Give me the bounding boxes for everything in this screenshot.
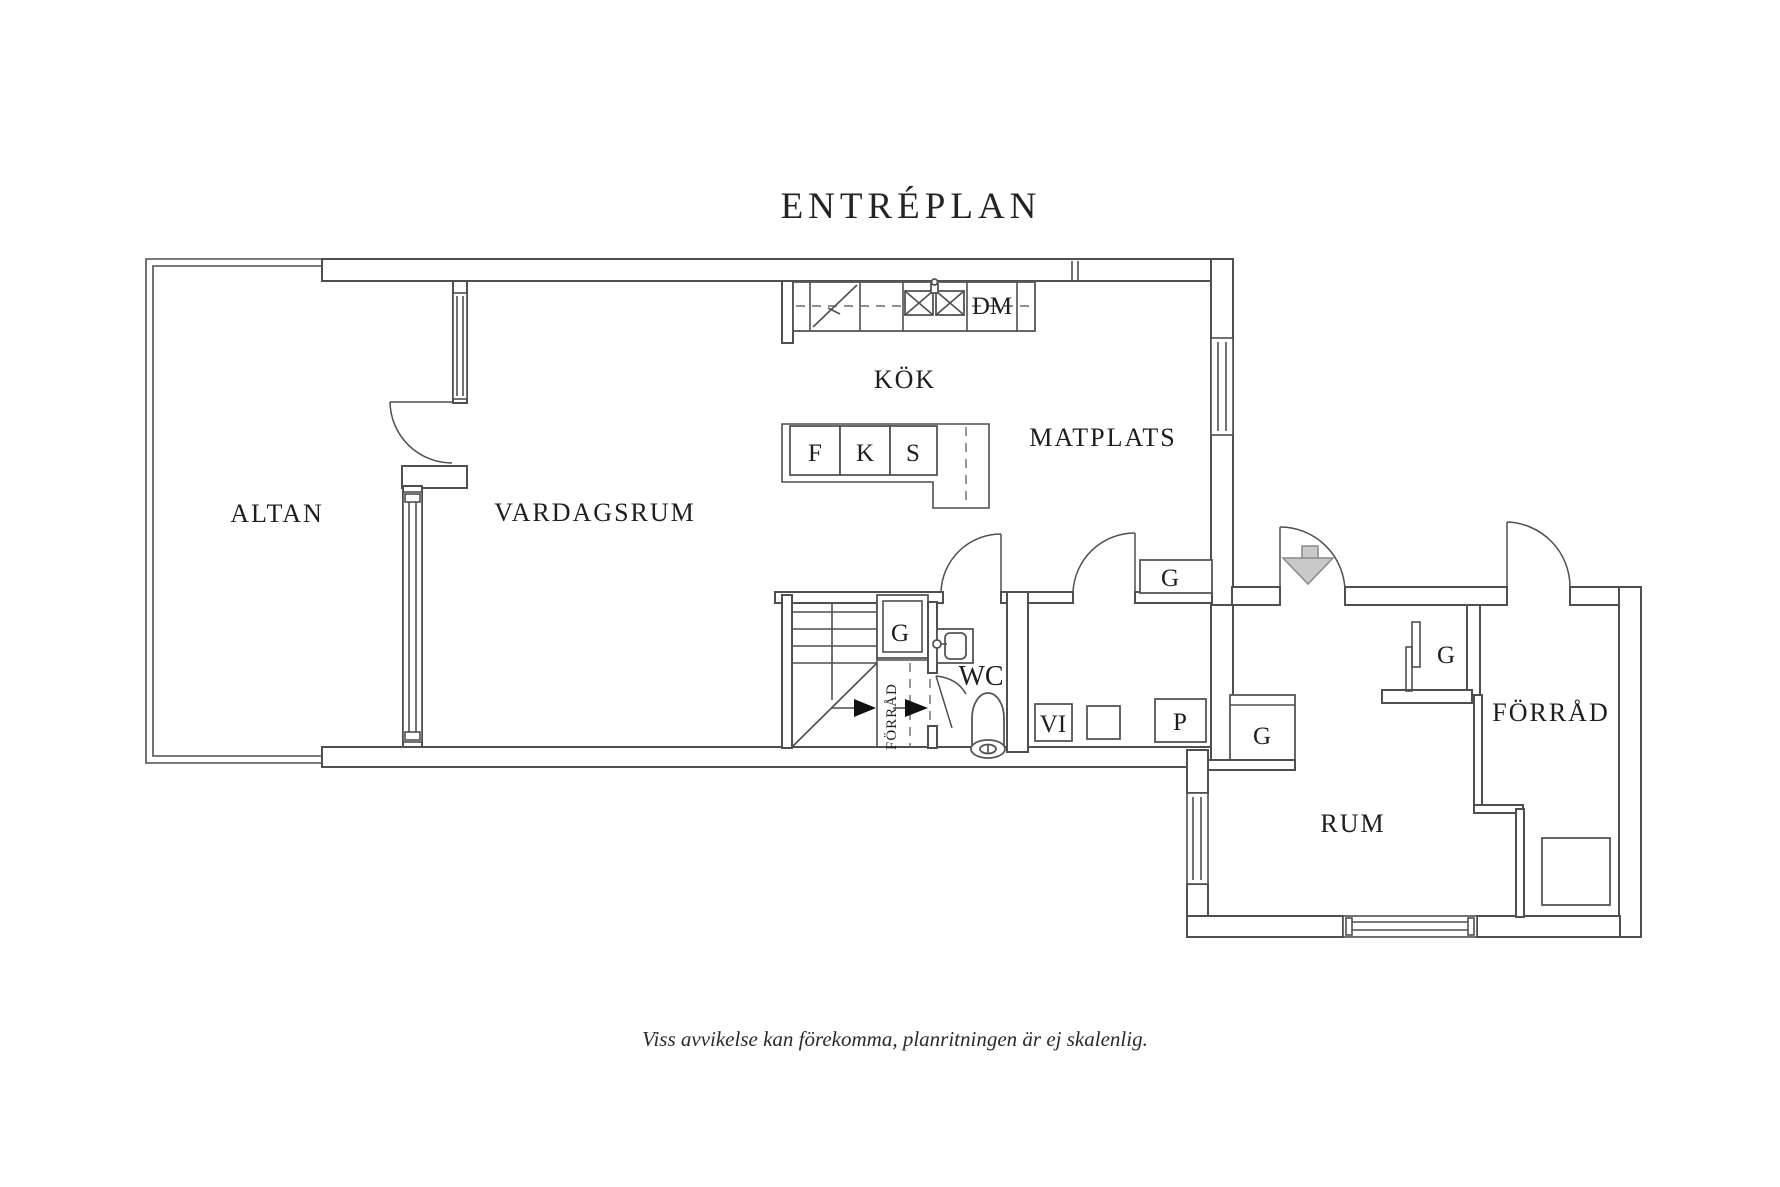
kitchen-counter: DM [781, 278, 1036, 344]
stair-arrow-icon [854, 699, 876, 717]
page-title: ENTRÉPLAN [781, 185, 1042, 227]
fks-unit: F K S [781, 423, 990, 509]
room-label-altan: ALTAN [230, 499, 324, 528]
room-label-kok: KÖK [874, 365, 936, 394]
window-rum-left [1186, 792, 1209, 885]
room-label-vardagsrum: VARDAGSRUM [494, 498, 696, 527]
hall-cabinet [1086, 705, 1121, 740]
closet-label: G [1253, 723, 1271, 750]
room-label-matplats: MATPLATS [1029, 423, 1176, 452]
altan-deck [145, 258, 322, 764]
toilet-icon [970, 692, 1006, 759]
entry-hall: VI P [1034, 604, 1234, 766]
stair-arrow-icon [905, 699, 928, 717]
double-sink-icon [904, 278, 965, 316]
sink-icon [932, 628, 974, 664]
room-label-rum: RUM [1320, 809, 1385, 838]
wc-top-door [940, 533, 1002, 593]
entry-door [1279, 526, 1346, 593]
closet-matplats: G [1139, 559, 1213, 594]
cooktop-icon [812, 284, 858, 328]
disclaimer-text: Viss avvikelse kan förekomma, planritnin… [642, 1027, 1148, 1051]
understairs-storage: G FÖRRÅD [876, 594, 935, 750]
closet-hall: G [1207, 694, 1296, 771]
boiler-label: P [1173, 709, 1187, 736]
closet-label: G [1437, 642, 1455, 669]
window-left-tall [402, 491, 423, 743]
window-right-wall [1210, 337, 1234, 436]
forrad-room [1473, 521, 1611, 918]
room-label-wc: WC [958, 661, 1003, 692]
dishwasher-label: DM [972, 293, 1012, 320]
room-label-forrad-understairs: FÖRRÅD [883, 683, 900, 750]
balcony-door [389, 401, 453, 464]
room-label-forrad: FÖRRÅD [1492, 698, 1609, 727]
pantry-label: S [906, 440, 920, 467]
staircase [781, 594, 878, 749]
washer-label: VI [1040, 711, 1066, 738]
matplats-hall-door [1072, 532, 1136, 593]
entry-arrow-icon [1281, 545, 1335, 586]
right-wing-walls [1186, 586, 1642, 938]
wc-room: WC [927, 601, 1006, 759]
closet-label: G [1161, 565, 1179, 592]
freezer-label: F [808, 440, 822, 467]
window-rum-bottom [1342, 915, 1478, 938]
closet-corridor: G [1381, 604, 1481, 704]
fridge-label: K [856, 440, 874, 467]
closet-label: G [891, 620, 909, 647]
window-left-upper [452, 292, 468, 400]
storage-box [1541, 837, 1611, 906]
kitchen-lower-walls [774, 591, 1213, 753]
